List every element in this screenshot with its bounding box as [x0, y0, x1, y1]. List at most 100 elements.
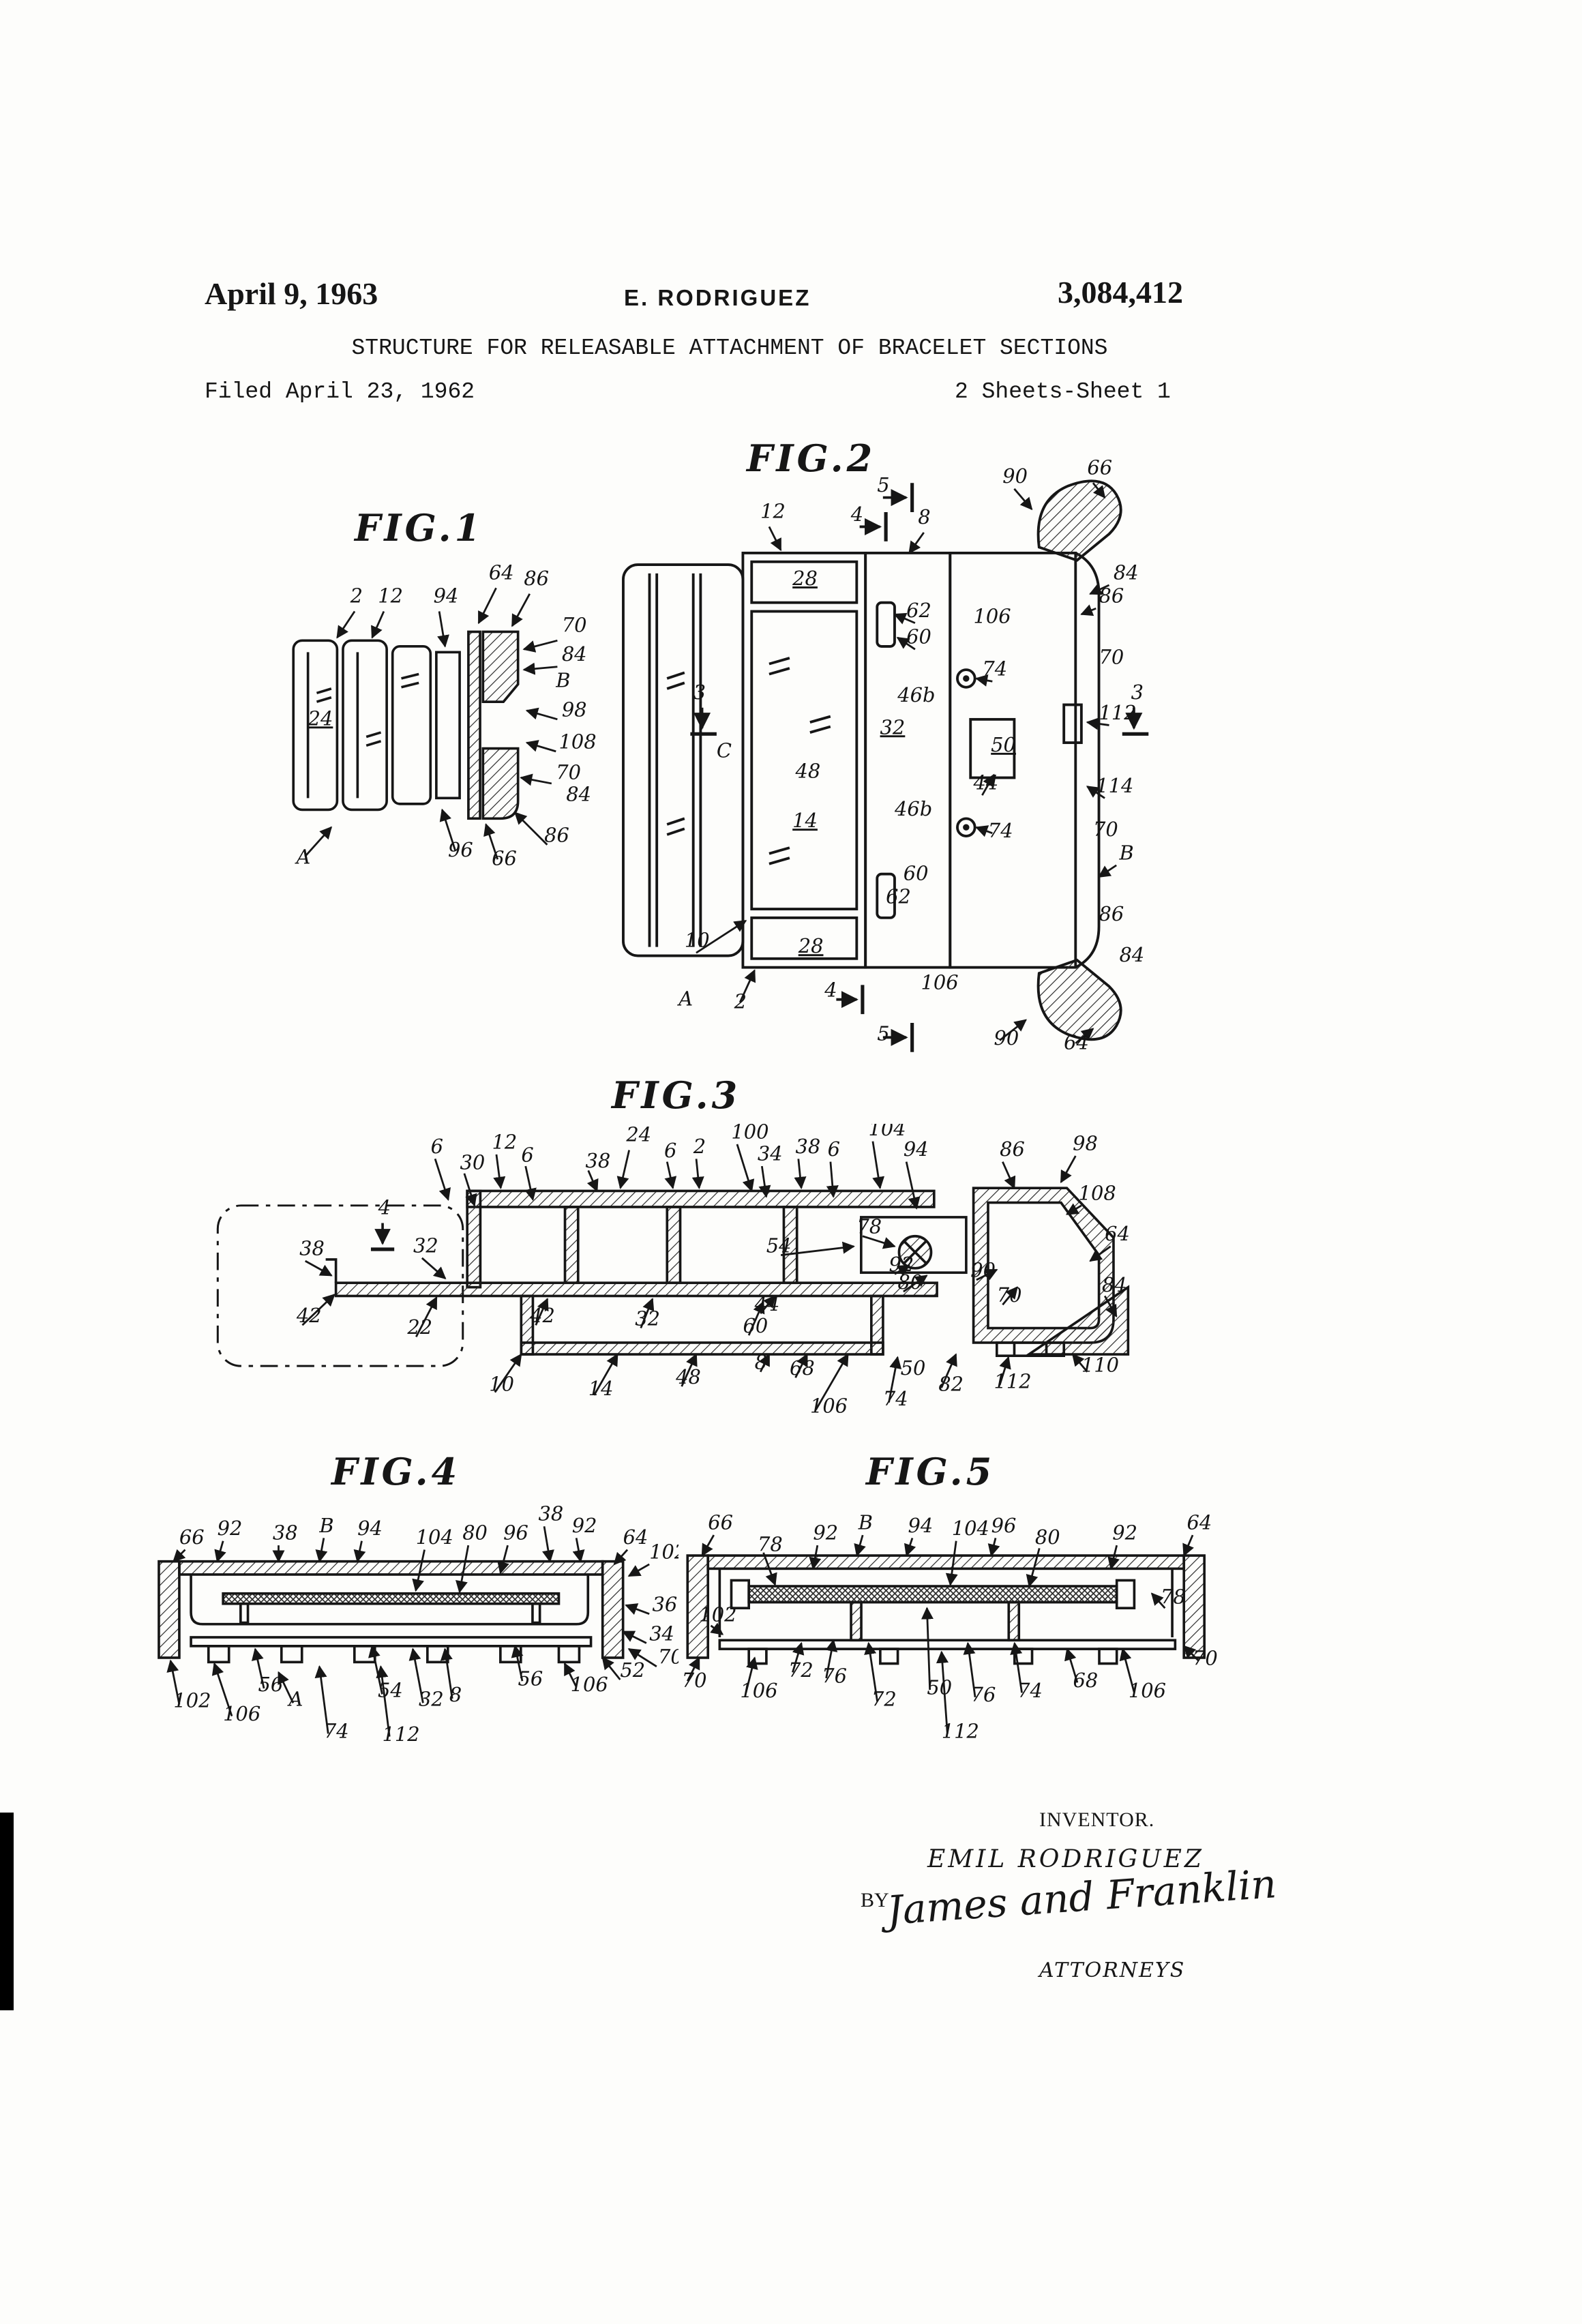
- ref-label-12: 12: [492, 1130, 518, 1153]
- ref-label-34: 34: [758, 1142, 783, 1165]
- ref-label-106: 106: [740, 1679, 777, 1702]
- ref-label-112: 112: [382, 1723, 419, 1746]
- ref-label-106: 106: [571, 1673, 608, 1696]
- ref-label-104: 104: [869, 1124, 906, 1140]
- ref-label-56: 56: [258, 1673, 284, 1696]
- ref-label-28: 28: [798, 934, 824, 957]
- fig1-caption: FIG.1: [355, 506, 484, 550]
- ref-label-14: 14: [588, 1377, 614, 1400]
- ref-label-70: 70: [562, 613, 587, 636]
- ref-label-86: 86: [524, 567, 549, 590]
- fig3-clasp-box: [972, 1187, 1130, 1358]
- ref-label-90: 90: [1002, 464, 1028, 488]
- ref-label-52: 52: [620, 1658, 645, 1682]
- fig4-leaders: [166, 1526, 657, 1737]
- ref-label-98: 98: [562, 698, 587, 721]
- ref-label-92: 92: [889, 1253, 914, 1276]
- ref-label-8: 8: [449, 1683, 462, 1706]
- ref-label-14: 14: [792, 809, 818, 832]
- ref-label-12: 12: [378, 584, 403, 608]
- ref-label-84: 84: [1102, 1273, 1127, 1296]
- ref-label-106: 106: [223, 1702, 260, 1725]
- ref-label-3: 3: [693, 681, 706, 704]
- fig1-leaders: [304, 587, 558, 860]
- fig4-caption: FIG.4: [331, 1450, 461, 1493]
- ref-label-70: 70: [1193, 1647, 1218, 1670]
- fig3-section-arrow-4: [370, 1223, 395, 1251]
- ref-label-64: 64: [489, 561, 514, 584]
- ref-label-96: 96: [503, 1521, 528, 1545]
- ref-label-8: 8: [918, 505, 930, 528]
- ref-label-56: 56: [518, 1667, 543, 1690]
- ref-label-66: 66: [1087, 460, 1112, 479]
- ref-label-30: 30: [460, 1150, 485, 1174]
- ref-label-44: 44: [973, 771, 999, 794]
- ref-label-70: 70: [1099, 646, 1124, 669]
- fig2-latch-column: [864, 552, 976, 969]
- ref-label-B: B: [555, 669, 570, 692]
- scan-artifact-bar: [0, 1813, 14, 2010]
- ref-label-42: 42: [296, 1304, 322, 1327]
- ref-label-4: 4: [850, 503, 863, 526]
- inventor-signature: EMIL RODRIGUEZ: [927, 1845, 1204, 1873]
- ref-label-98: 98: [1073, 1132, 1098, 1155]
- fig3-leaders: [301, 1141, 1118, 1411]
- ref-label-94: 94: [357, 1517, 383, 1540]
- ref-label-66: 66: [492, 847, 517, 870]
- inventor-label: INVENTOR.: [1039, 1808, 1155, 1831]
- inventor-header: E. RODRIGUEZ: [624, 285, 811, 310]
- ref-label-92: 92: [813, 1521, 838, 1545]
- ref-label-92: 92: [218, 1517, 243, 1540]
- ref-label-64: 64: [1064, 1030, 1089, 1054]
- ref-label-96: 96: [448, 838, 473, 861]
- ref-label-32: 32: [413, 1234, 438, 1257]
- patent-date: April 9, 1963: [205, 276, 378, 311]
- ref-label-68: 68: [1073, 1669, 1098, 1692]
- ref-label-6: 6: [521, 1144, 533, 1167]
- fig1-links: [292, 639, 432, 811]
- ref-label-64: 64: [1186, 1511, 1212, 1534]
- ref-label-60: 60: [904, 861, 929, 884]
- ref-label-B: B: [858, 1511, 873, 1534]
- ref-label-106: 106: [1129, 1679, 1166, 1702]
- ref-label-24: 24: [625, 1124, 651, 1146]
- fig4-labels: 669238B941048096389264102363470521065610…: [173, 1503, 678, 1746]
- ref-label-76: 76: [822, 1664, 847, 1687]
- ref-label-104: 104: [416, 1525, 453, 1549]
- ref-label-78: 78: [758, 1533, 783, 1556]
- ref-label-92: 92: [572, 1514, 597, 1537]
- ref-label-62: 62: [886, 884, 911, 908]
- fig5-caption: FIG.5: [866, 1450, 996, 1493]
- fig5-shell: [686, 1554, 1206, 1665]
- ref-label-112: 112: [994, 1369, 1032, 1392]
- ref-label-50: 50: [901, 1356, 926, 1380]
- ref-label-92: 92: [1112, 1521, 1137, 1545]
- ref-label-102: 102: [699, 1603, 736, 1626]
- ref-label-10: 10: [685, 929, 710, 952]
- ref-label-54: 54: [378, 1679, 403, 1702]
- ref-label-74: 74: [324, 1720, 349, 1743]
- ref-label-54: 54: [766, 1234, 792, 1257]
- ref-label-70: 70: [556, 761, 581, 784]
- ref-label-22: 22: [406, 1315, 432, 1339]
- ref-label-68: 68: [790, 1356, 815, 1380]
- ref-label-4: 4: [824, 978, 837, 1001]
- ref-label-108: 108: [1079, 1181, 1116, 1204]
- ref-label-3: 3: [1131, 681, 1144, 704]
- ref-label-82: 82: [938, 1373, 964, 1396]
- patent-title: STRUCTURE FOR RELEASABLE ATTACHMENT OF B…: [351, 336, 1108, 361]
- ref-label-B: B: [1118, 841, 1133, 864]
- ref-label-100: 100: [731, 1124, 768, 1143]
- ref-label-12: 12: [760, 500, 786, 523]
- ref-label-60: 60: [906, 625, 931, 649]
- ref-label-84: 84: [1119, 943, 1144, 966]
- fig2-caption: FIG.2: [747, 436, 876, 480]
- attorneys-label: ATTORNEYS: [1039, 1958, 1186, 1982]
- ref-label-48: 48: [675, 1365, 701, 1388]
- fig5-leaders: [687, 1534, 1199, 1734]
- ref-label-10: 10: [489, 1373, 514, 1396]
